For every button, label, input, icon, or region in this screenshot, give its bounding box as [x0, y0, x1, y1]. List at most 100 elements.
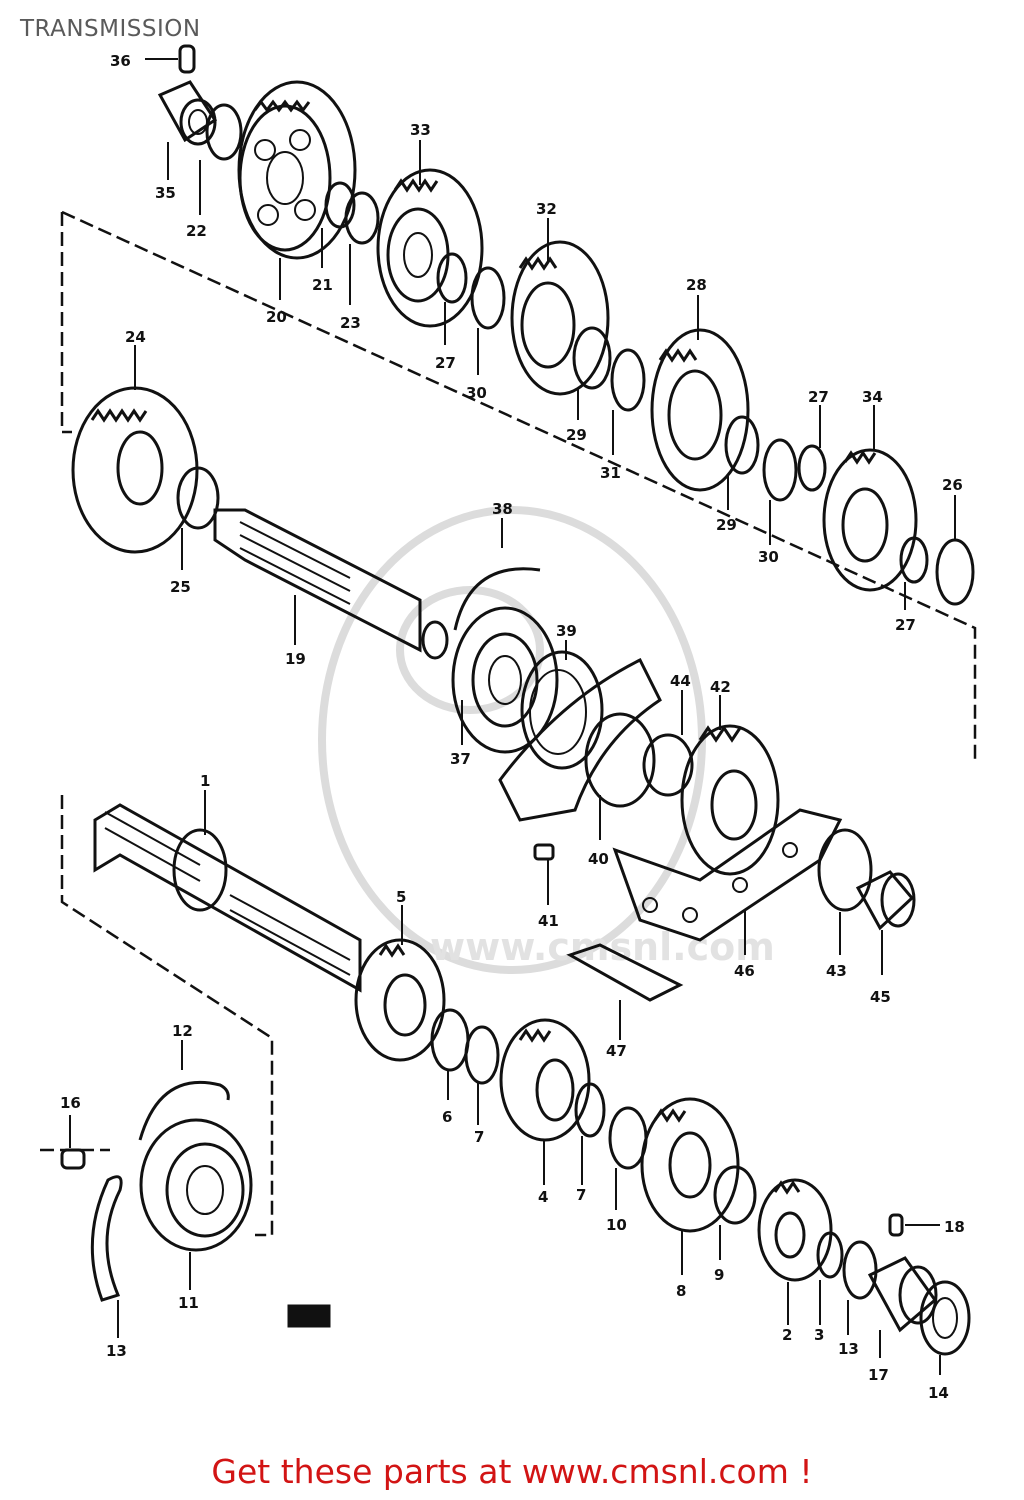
label-28: 28 — [686, 276, 707, 294]
part-number-labels: 36 35 22 20 21 23 33 27 30 32 29 31 28 2… — [60, 52, 965, 1402]
label-7a: 7 — [474, 1128, 484, 1146]
mainshaft-frame — [60, 795, 274, 1237]
label-37: 37 — [450, 750, 471, 768]
label-47: 47 — [606, 1042, 627, 1060]
part-13-washer — [842, 1240, 878, 1335]
part-27-circlip — [436, 252, 468, 345]
label-10: 10 — [606, 1216, 627, 1234]
label-42: 42 — [710, 678, 731, 696]
part-27b-circlip — [797, 405, 827, 492]
label-44: 44 — [670, 672, 691, 690]
part-31-washer — [610, 348, 646, 455]
part-7-circlip — [464, 1025, 500, 1125]
part-25-bushing — [176, 466, 220, 570]
label-14: 14 — [928, 1384, 949, 1402]
label-27a: 27 — [435, 354, 456, 372]
part-10-washer — [608, 1106, 648, 1210]
label-40: 40 — [588, 850, 609, 868]
label-1: 1 — [200, 772, 210, 790]
label-16: 16 — [60, 1094, 81, 1112]
label-29a: 29 — [566, 426, 587, 444]
label-30a: 30 — [466, 384, 487, 402]
label-13: 13 — [838, 1340, 859, 1358]
label-2: 2 — [782, 1326, 792, 1344]
label-45: 45 — [870, 988, 891, 1006]
label-30b: 30 — [758, 548, 779, 566]
part-24-gear — [71, 345, 199, 554]
label-46: 46 — [734, 962, 755, 980]
part-7b-circlip — [574, 1082, 606, 1185]
label-25: 25 — [170, 578, 191, 596]
part-32-gear — [510, 218, 610, 396]
part-40-plate — [498, 657, 662, 840]
part-30b-washer — [762, 438, 798, 545]
label-29b: 29 — [716, 516, 737, 534]
page-title: TRANSMISSION — [20, 16, 201, 42]
label-43: 43 — [826, 962, 847, 980]
part-41-bolt — [533, 843, 555, 905]
part-5-gear — [354, 905, 446, 1062]
label-23: 23 — [340, 314, 361, 332]
part-20-gear — [237, 80, 357, 300]
part-3-circlip — [816, 1231, 844, 1325]
part-12-ring — [138, 1040, 230, 1141]
part-21-circlip — [321, 181, 356, 268]
part-38-clip — [453, 518, 541, 631]
label-11: 11 — [178, 1294, 199, 1312]
label-8: 8 — [676, 1282, 686, 1300]
part-14-oil-seal — [919, 1280, 971, 1375]
label-34: 34 — [862, 388, 883, 406]
part-39-oil-seal — [520, 640, 604, 770]
part-9-bushing — [713, 1165, 757, 1260]
label-20: 20 — [266, 308, 287, 326]
part-11-bearing — [139, 1118, 253, 1290]
label-41: 41 — [538, 912, 559, 930]
part-47-joint — [566, 943, 684, 1040]
part-22-washer — [199, 103, 243, 215]
part-29-bushing — [572, 326, 612, 420]
label-35: 35 — [155, 184, 176, 202]
part-44-spacer — [642, 690, 694, 797]
part-29b-bushing — [724, 415, 760, 510]
part-2-gear — [757, 1178, 833, 1325]
part-42-sprocket — [680, 695, 780, 876]
part-13b-stopper — [90, 1175, 123, 1338]
label-38: 38 — [492, 500, 513, 518]
part-43-o-ring — [817, 828, 873, 955]
small-part-mark — [287, 1304, 331, 1328]
part-16-bolt — [60, 1115, 86, 1170]
label-22: 22 — [186, 222, 207, 240]
countershaft-frame — [60, 210, 977, 760]
part-19-countershaft — [213, 508, 449, 660]
part-4-gear — [499, 1018, 591, 1185]
label-3: 3 — [814, 1326, 824, 1344]
label-33: 33 — [410, 121, 431, 139]
label-21: 21 — [312, 276, 333, 294]
label-36: 36 — [110, 52, 131, 70]
part-30-washer — [470, 266, 506, 375]
part-17-bearing — [867, 1256, 938, 1358]
label-17: 17 — [868, 1366, 889, 1384]
part-35-bearing — [157, 80, 218, 180]
part-1-mainshaft — [93, 790, 362, 993]
label-32: 32 — [536, 200, 557, 218]
cmsnl-watermark: www.cmsnl.com — [318, 506, 775, 974]
label-13b: 13 — [106, 1342, 127, 1360]
label-12: 12 — [172, 1022, 193, 1040]
part-27c-circlip — [899, 536, 929, 610]
part-28-gear — [650, 295, 750, 492]
label-27c: 27 — [895, 616, 916, 634]
label-4: 4 — [538, 1188, 548, 1206]
part-8-gear — [640, 1097, 740, 1275]
label-31: 31 — [600, 464, 621, 482]
footer-link[interactable]: Get these parts at www.cmsnl.com ! — [211, 1452, 813, 1491]
part-36-pin — [145, 44, 196, 74]
label-9: 9 — [714, 1266, 724, 1284]
label-27b: 27 — [808, 388, 829, 406]
label-7b: 7 — [576, 1186, 586, 1204]
part-33-gear — [376, 140, 484, 328]
part-6-washer — [430, 1008, 470, 1100]
part-37-bearing — [451, 606, 559, 754]
label-39: 39 — [556, 622, 577, 640]
